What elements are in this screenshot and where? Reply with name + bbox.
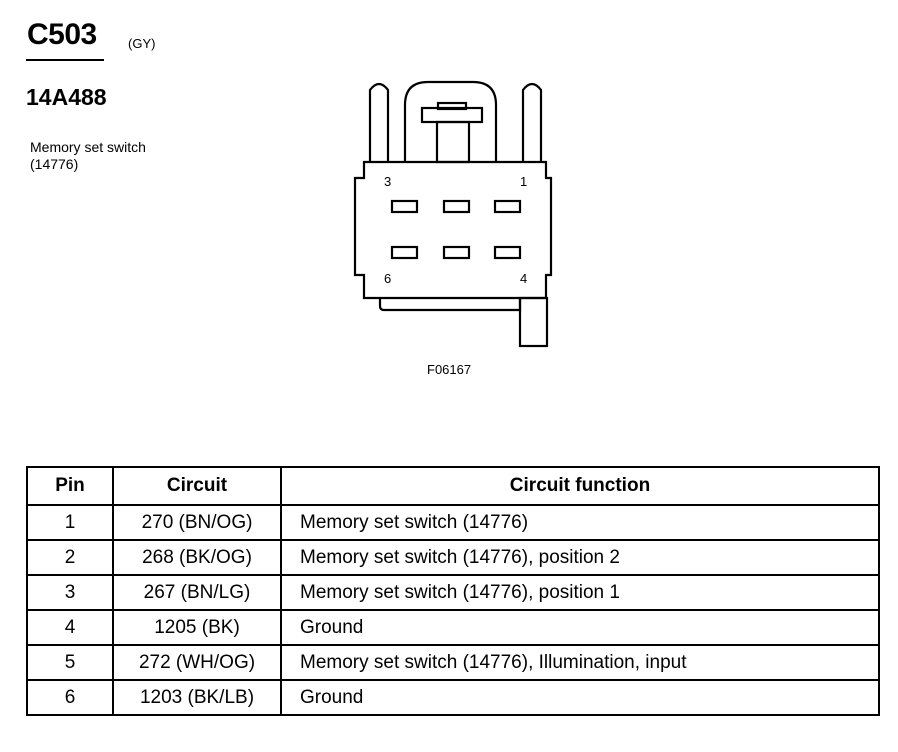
wire-lead xyxy=(518,296,549,348)
cavity-5 xyxy=(442,245,471,260)
cavity-4 xyxy=(493,245,522,260)
circuit-function-cell: Memory set switch (14776), position 2 xyxy=(280,539,880,576)
right-latch-arm xyxy=(521,82,543,162)
header-pin: Pin xyxy=(26,466,114,506)
pin-label-3: 3 xyxy=(384,174,391,189)
header-circuit: Circuit xyxy=(112,466,282,506)
component-name: Memory set switch xyxy=(30,139,146,155)
pin-cell: 4 xyxy=(26,609,114,646)
left-latch-arm xyxy=(368,82,390,162)
connector-face-diagram: 3 1 6 4 xyxy=(353,80,553,348)
pin-cell: 3 xyxy=(26,574,114,611)
latch-stem xyxy=(435,120,471,164)
cavity-6 xyxy=(390,245,419,260)
cavity-3 xyxy=(390,199,419,214)
pin-label-1: 1 xyxy=(520,174,527,189)
circuit-function-cell: Ground xyxy=(280,679,880,716)
circuit-function-cell: Memory set switch (14776), Illumination,… xyxy=(280,644,880,681)
table-header-row: Pin Circuit Circuit function xyxy=(26,466,880,506)
center-latch-hood xyxy=(403,80,498,162)
circuit-cell: 1205 (BK) xyxy=(112,609,282,646)
connector-base xyxy=(378,298,522,312)
cavity-1 xyxy=(493,199,522,214)
pin-cell: 1 xyxy=(26,504,114,541)
circuit-cell: 270 (BN/OG) xyxy=(112,504,282,541)
pin-label-4: 4 xyxy=(520,271,527,286)
header-circuit-function: Circuit function xyxy=(280,466,880,506)
circuit-cell: 268 (BK/OG) xyxy=(112,539,282,576)
pin-cell: 6 xyxy=(26,679,114,716)
component-label: Memory set switch (14776) xyxy=(30,139,146,173)
cavity-2 xyxy=(442,199,471,214)
pin-cell: 2 xyxy=(26,539,114,576)
circuit-function-cell: Memory set switch (14776) xyxy=(280,504,880,541)
connector-id: C503 xyxy=(27,18,97,51)
pin-label-6: 6 xyxy=(384,271,391,286)
circuit-function-cell: Memory set switch (14776), position 1 xyxy=(280,574,880,611)
pin-cell: 5 xyxy=(26,644,114,681)
figure-id: F06167 xyxy=(427,362,472,377)
latch-notch xyxy=(436,101,468,111)
component-number: (14776) xyxy=(30,156,79,172)
part-number: 14A488 xyxy=(26,84,107,110)
circuit-cell: 1203 (BK/LB) xyxy=(112,679,282,716)
connector-color: (GY) xyxy=(128,36,156,51)
circuit-function-cell: Ground xyxy=(280,609,880,646)
circuit-cell: 272 (WH/OG) xyxy=(112,644,282,681)
connector-id-underline xyxy=(26,59,104,61)
circuit-cell: 267 (BN/LG) xyxy=(112,574,282,611)
